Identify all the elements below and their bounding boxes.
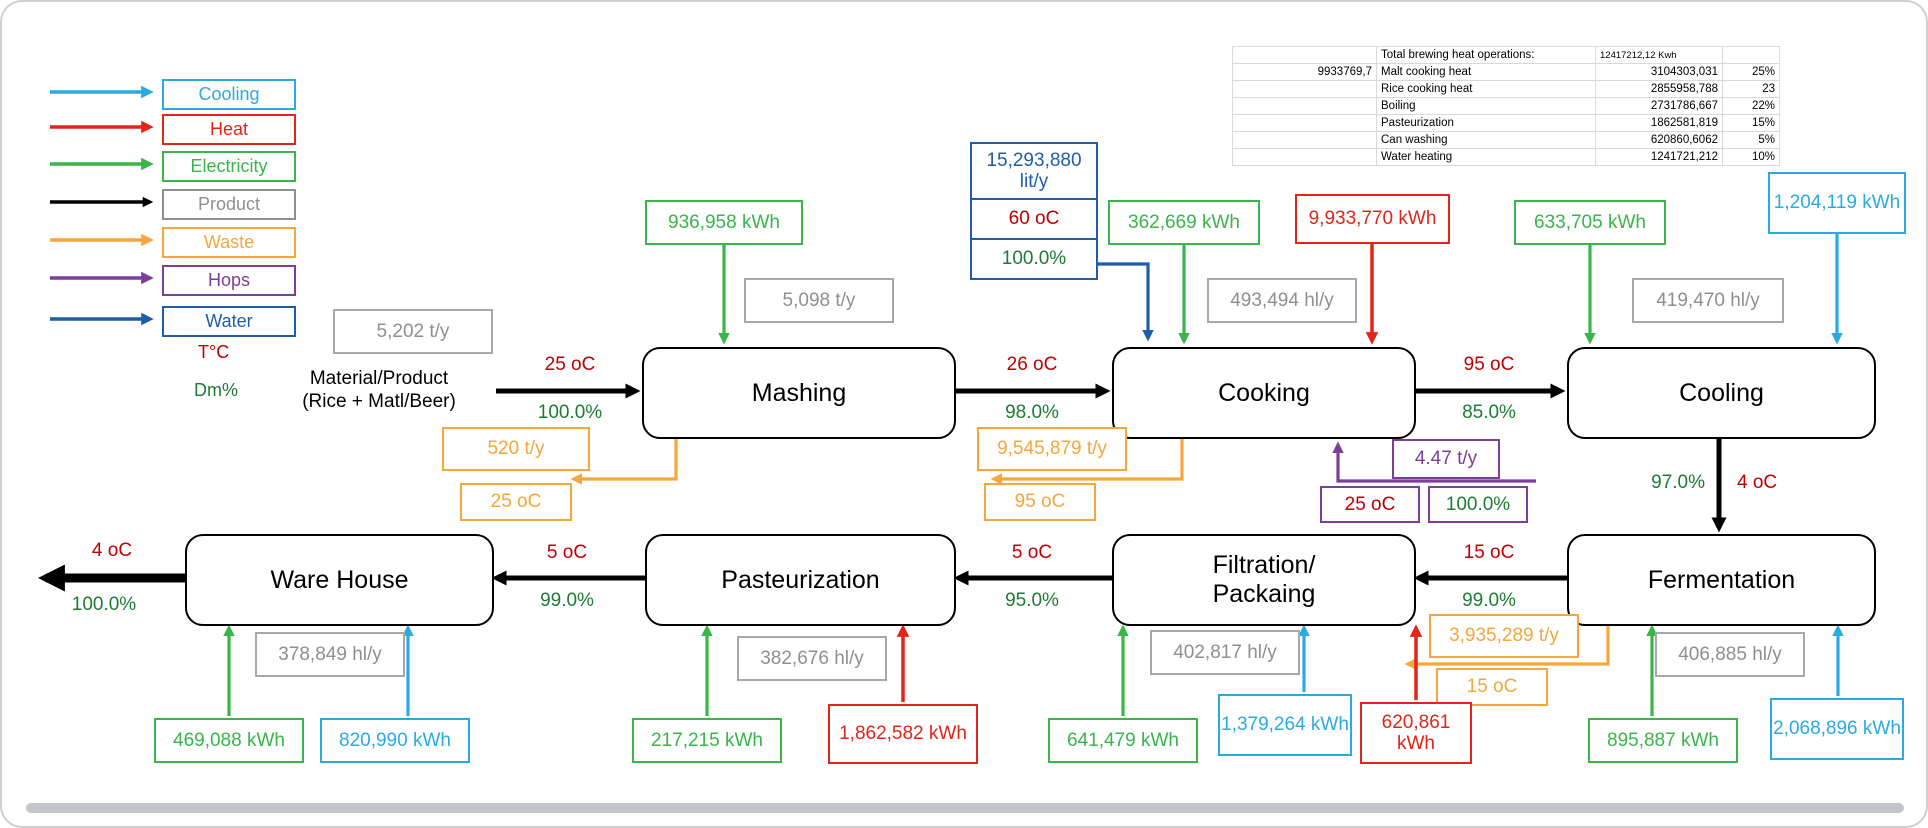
node-warehouse: Ware House <box>185 534 494 626</box>
node-cooking-label: Cooking <box>1218 378 1310 407</box>
filtration-cooling-box: 1,379,264 kWh <box>1218 694 1352 756</box>
bottom-scrollbar[interactable] <box>26 803 1904 813</box>
flow-pasteurization-warehouse-temp: 5 oC <box>546 542 588 563</box>
warehouse-throughput-box: 378,849 hl/y <box>255 632 405 677</box>
cooling-throughput-box: 419,470 hl/y <box>1632 278 1784 323</box>
mashing-throughput-box: 5,098 t/y <box>744 278 894 323</box>
cooking-waste-qty-box: 9,545,879 t/y <box>977 427 1127 471</box>
hops-arrow-cooking <box>1332 441 1536 483</box>
flow-cooking-cooling-dm: 85.0% <box>1462 402 1516 423</box>
legend-item-water: Water <box>162 306 296 337</box>
node-filtration-packaging: Filtration/ Packaing <box>1112 534 1416 626</box>
filtration-throughput-box: 402,817 hl/y <box>1150 630 1300 675</box>
pasteurization-throughput-box: 382,676 hl/y <box>737 636 887 681</box>
node-fermentation-label: Fermentation <box>1647 565 1796 594</box>
cooling-cooling-energy-box: 1,204,119 kWh <box>1768 172 1906 234</box>
cooking-heat-box: 9,933,770 kWh <box>1295 194 1450 244</box>
node-filtration-label-line1: Filtration/ <box>1212 551 1316 580</box>
fermentation-throughput-box: 406,885 hl/y <box>1655 632 1805 677</box>
cooking-water-qty-box: 15,293,880 lit/y <box>970 142 1098 200</box>
input-quantity-box: 5,202 t/y <box>333 309 493 354</box>
node-mashing: Mashing <box>642 347 956 439</box>
waste-arrow-fermentation <box>1404 624 1610 670</box>
legend-item-electricity: Electricity <box>162 151 296 182</box>
heat-operations-table: Total brewing heat operations:12417212,1… <box>1232 46 1780 166</box>
node-pasteurization: Pasteurization <box>645 534 956 626</box>
flow-fermentation-filtration-dm: 99.0% <box>1462 590 1516 611</box>
flow-input-dm: 100.0% <box>537 402 603 423</box>
pasteurization-heat-box: 1,862,582 kWh <box>828 704 978 764</box>
flow-fermentation-filtration-temp: 15 oC <box>1463 542 1515 563</box>
node-mashing-label: Mashing <box>751 378 847 407</box>
node-warehouse-label: Ware House <box>270 565 409 594</box>
fermentation-cooling-box: 2,068,896 kWh <box>1770 698 1904 760</box>
cooking-throughput-box: 493,494 hl/y <box>1207 278 1357 323</box>
legend-item-hops: Hops <box>162 265 296 296</box>
input-material-label: Material/Product (Rice + Matl/Beer) <box>264 368 494 414</box>
filtration-electricity-box: 641,479 kWh <box>1048 718 1198 763</box>
waste-arrow-mashing <box>570 437 678 485</box>
mashing-electricity-box: 936,958 kWh <box>645 200 803 245</box>
cooking-electricity-box: 362,669 kWh <box>1108 200 1260 245</box>
cooking-hops-qty-box: 4.47 t/y <box>1392 439 1500 479</box>
legend-dm-symbol: Dm% <box>194 380 238 400</box>
node-cooking: Cooking <box>1112 347 1416 439</box>
mashing-waste-qty-box: 520 t/y <box>442 427 590 471</box>
flow-filtration-pasteurization-dm: 95.0% <box>1005 590 1059 611</box>
legend-item-product: Product <box>162 189 296 220</box>
flow-output-temp: 4 oC <box>91 540 133 561</box>
cooking-hops-dm-box: 100.0% <box>1428 486 1528 523</box>
fermentation-waste-qty-box: 3,935,289 t/y <box>1429 614 1579 658</box>
flow-pasteurization-warehouse-dm: 99.0% <box>540 590 594 611</box>
node-cooling: Cooling <box>1567 347 1876 439</box>
flow-input-temp: 25 oC <box>544 354 596 375</box>
node-pasteurization-label: Pasteurization <box>721 565 880 594</box>
waste-arrow-cooking <box>990 437 1184 485</box>
legend-item-heat: Heat <box>162 114 296 145</box>
cooling-electricity-box: 633,705 kWh <box>1514 200 1666 245</box>
legend-item-waste: Waste <box>162 227 296 258</box>
table-row: Total brewing heat operations:12417212,1… <box>1232 46 1780 64</box>
flow-mashing-cooking-dm: 98.0% <box>1005 402 1059 423</box>
input-material-line2: (Rice + Matl/Beer) <box>302 390 456 412</box>
flow-cooling-fermentation-dm: 97.0% <box>1651 472 1705 493</box>
flow-filtration-pasteurization-temp: 5 oC <box>1011 542 1053 563</box>
flow-mashing-cooking-temp: 26 oC <box>1006 354 1058 375</box>
fermentation-electricity-box: 895,887 kWh <box>1588 718 1738 763</box>
cooking-water-temp-box: 60 oC <box>970 198 1098 240</box>
fermentation-waste-temp-box: 15 oC <box>1436 668 1548 706</box>
water-arrow-cooking <box>1098 262 1154 342</box>
cooking-water-dm-box: 100.0% <box>970 238 1098 280</box>
node-fermentation: Fermentation <box>1567 534 1876 626</box>
cooking-hops-temp-box: 25 oC <box>1320 486 1420 523</box>
legend-item-cooling: Cooling <box>162 79 296 110</box>
legend-temp-symbol: T°C <box>198 342 230 362</box>
input-material-line1: Material/Product <box>309 368 449 389</box>
flow-cooling-fermentation-temp: 4 oC <box>1737 472 1778 493</box>
warehouse-electricity-box: 469,088 kWh <box>154 718 304 763</box>
mashing-waste-temp-box: 25 oC <box>460 483 572 521</box>
node-cooling-label: Cooling <box>1679 378 1764 407</box>
warehouse-cooling-box: 820,990 kWh <box>320 718 470 763</box>
flow-output-dm: 100.0% <box>71 594 137 615</box>
flow-cooking-cooling-temp: 95 oC <box>1463 354 1515 375</box>
pasteurization-electricity-box: 217,215 kWh <box>632 718 782 763</box>
filtration-heat-box: 620,861 kWh <box>1360 702 1472 764</box>
node-filtration-label-line2: Packaing <box>1212 580 1316 608</box>
cooking-waste-temp-box: 95 oC <box>984 483 1096 521</box>
